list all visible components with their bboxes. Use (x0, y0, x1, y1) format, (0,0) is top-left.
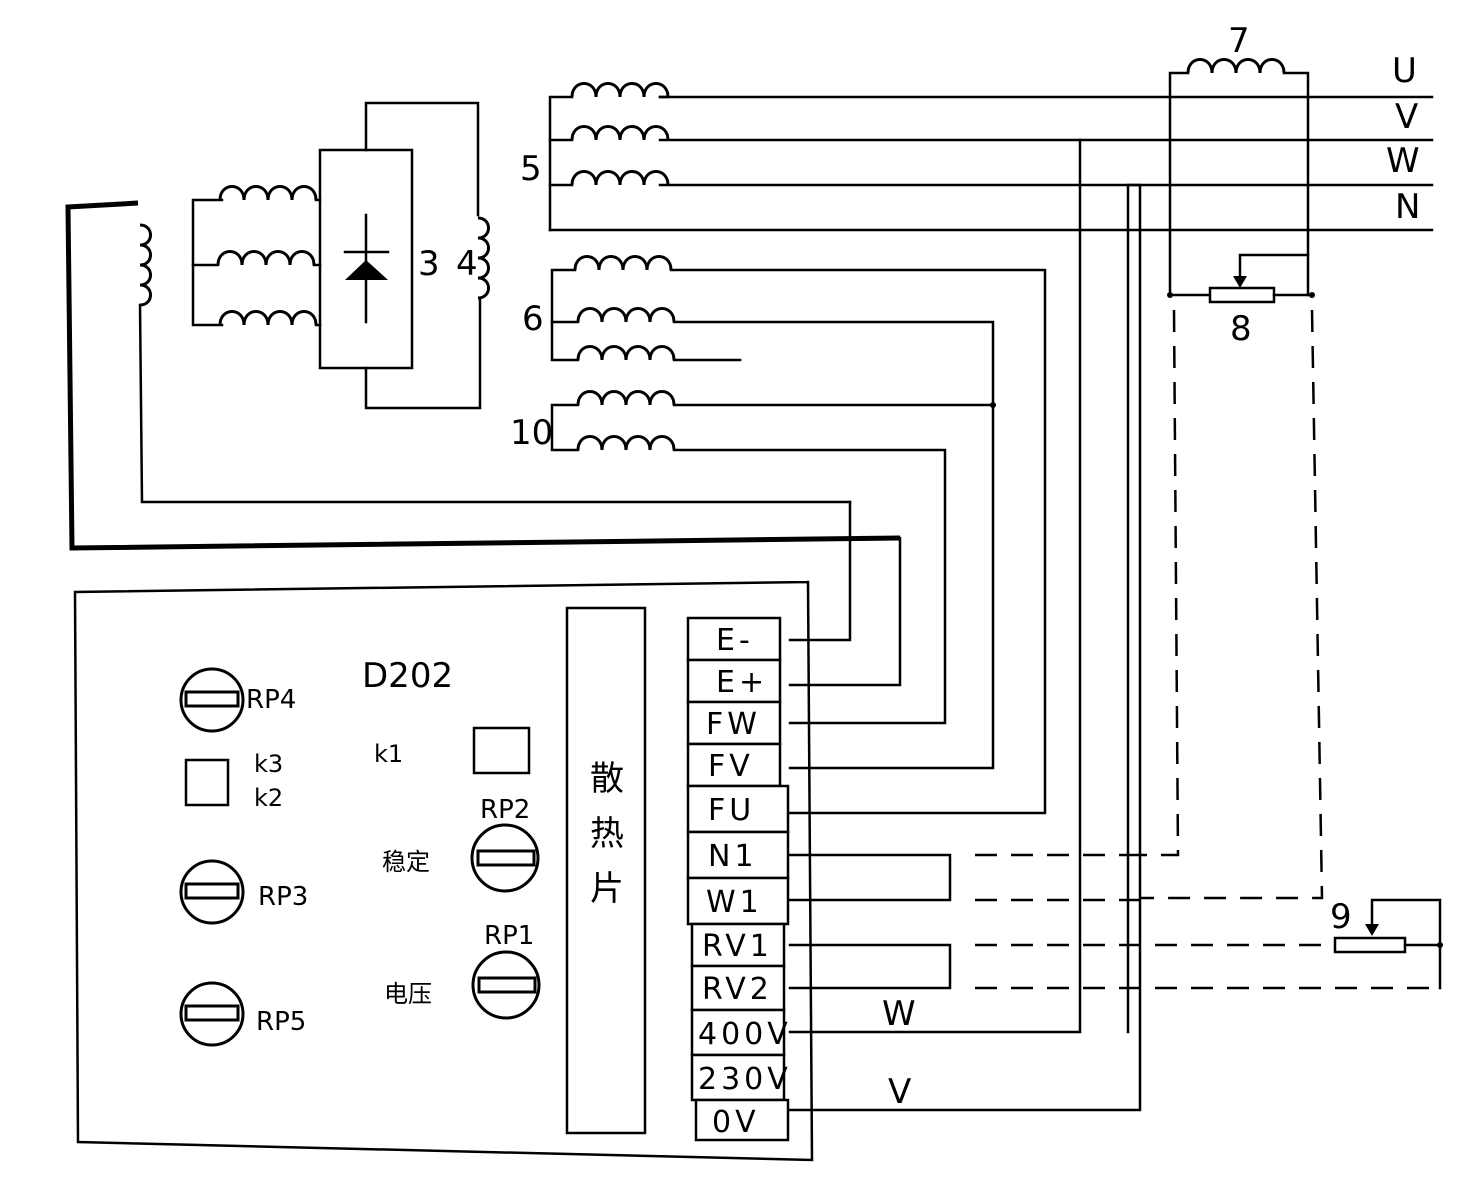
terminal-rv2: RV2 (702, 972, 773, 1007)
coil-4-label: 4 (456, 244, 478, 284)
terminal-fu: FU (708, 793, 755, 828)
winding-10-label: 10 (510, 413, 553, 453)
winding-6 (550, 255, 742, 362)
terminal-230v: 230V (698, 1062, 792, 1097)
phase-label-w: W (1386, 141, 1420, 181)
rp5-label: RP5 (256, 1007, 306, 1037)
dashed-link-pot8-pot9 (1140, 309, 1324, 900)
terminal-0v: 0V (712, 1105, 760, 1140)
wire-label-w: W (882, 994, 916, 1034)
potentiometer-8 (1167, 253, 1315, 304)
switch-k2-k3 (184, 758, 230, 807)
heatsink (565, 606, 647, 1135)
rp5-knob (179, 981, 245, 1047)
pot-8-label: 8 (1230, 309, 1252, 349)
rectifier-3-label: 3 (418, 244, 440, 284)
voltage-label: 电压 (384, 980, 432, 1008)
inductor-7-label: 7 (1228, 21, 1250, 61)
switch-k1 (472, 726, 531, 775)
terminal-e-plus: E+ (716, 665, 768, 700)
wire-label-v: V (888, 1072, 911, 1112)
coil-4 (476, 216, 490, 300)
terminal-n1: N1 (708, 839, 758, 874)
input-coils-3 (191, 185, 322, 327)
heatsink-char-2: 热 (590, 814, 624, 854)
phase-label-u: U (1392, 51, 1417, 91)
pot-9-label: 9 (1330, 897, 1352, 937)
winding-6-label: 6 (522, 299, 544, 339)
terminal-rv1: RV1 (702, 929, 773, 964)
terminal-400v: 400V (698, 1017, 792, 1052)
k1-label: k1 (374, 740, 403, 768)
terminal-fw: FW (706, 707, 761, 742)
heatsink-char-1: 散 (590, 759, 624, 799)
rp4-label: RP4 (246, 685, 296, 715)
rp3-label: RP3 (258, 882, 308, 912)
k3-label: k3 (254, 750, 283, 778)
k2-label: k2 (254, 784, 283, 812)
dashed-link-pot8-n1 (1140, 309, 1180, 857)
inductor-7 (1168, 58, 1310, 297)
terminal-block (686, 616, 790, 1142)
terminal-fv: FV (708, 749, 754, 784)
potentiometer-9 (1333, 898, 1443, 990)
winding-5 (548, 82, 670, 232)
rp4-knob (179, 667, 245, 733)
terminal-wiring (669, 138, 1142, 1112)
d202-board (73, 580, 814, 1162)
stable-label: 稳定 (382, 848, 430, 876)
heatsink-char-3: 片 (590, 869, 624, 909)
terminal-w1: W1 (706, 885, 763, 920)
winding-10 (550, 390, 676, 452)
rp1-knob (471, 950, 541, 1020)
left-loop (65, 200, 901, 551)
rectifier-3 (318, 101, 482, 410)
phase-lines (548, 95, 1434, 232)
winding-5-label: 5 (520, 149, 542, 189)
terminal-e-minus: E- (716, 623, 754, 658)
phase-label-v: V (1395, 97, 1418, 137)
rp1-label: RP1 (484, 921, 534, 951)
phase-label-n: N (1395, 187, 1420, 227)
board-model: D202 (362, 656, 453, 696)
rp3-knob (179, 859, 245, 925)
rp2-knob (470, 823, 540, 893)
rp2-label: RP2 (480, 795, 530, 825)
